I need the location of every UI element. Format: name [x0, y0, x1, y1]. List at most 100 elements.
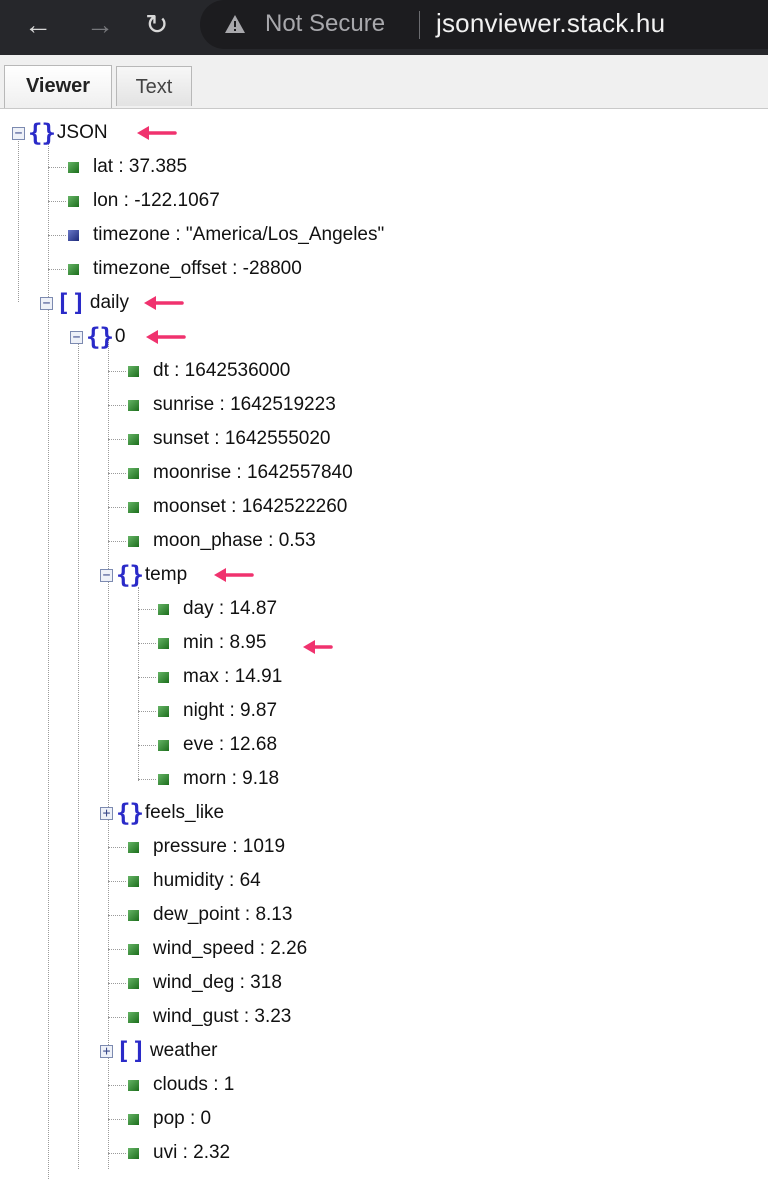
back-arrow-icon[interactable]: ← [24, 9, 52, 40]
collapse-toggle-icon[interactable]: − [40, 296, 53, 310]
tree-leaf-min[interactable]: min : 8.95 [158, 626, 266, 660]
tree-leaf-morn[interactable]: morn : 9.18 [158, 762, 279, 796]
expand-toggle-icon[interactable]: + [100, 806, 113, 820]
tree-leaf-sunrise[interactable]: sunrise : 1642519223 [128, 388, 336, 422]
address-bar[interactable] [200, 0, 768, 49]
string-value-icon [68, 229, 79, 241]
tree-leaf-sunset[interactable]: sunset : 1642555020 [128, 422, 331, 456]
tree-leaf-moonset[interactable]: moonset : 1642522260 [128, 490, 347, 524]
leaf-text: min : 8.95 [183, 632, 267, 653]
number-value-icon [158, 773, 169, 785]
tree-node-item-0[interactable]: − {} 0 [70, 320, 125, 354]
tree-leaf-pressure[interactable]: pressure : 1019 [128, 830, 285, 864]
leaf-text: wind_speed : 2.26 [153, 938, 308, 959]
number-value-icon [158, 637, 169, 649]
number-value-icon [128, 977, 139, 989]
security-status[interactable]: Not Secure [265, 10, 386, 37]
collapse-toggle-icon[interactable]: − [12, 126, 25, 140]
number-value-icon [158, 705, 169, 717]
array-bracket-icon: [] [56, 289, 87, 317]
leaf-text: wind_deg : 318 [153, 972, 282, 993]
object-brace-icon: {} [28, 119, 56, 147]
node-label: weather [149, 1040, 218, 1061]
tree-leaf-clouds[interactable]: clouds : 1 [128, 1068, 234, 1102]
tree-leaf-humidity[interactable]: humidity : 64 [128, 864, 261, 898]
leaf-text: moonset : 1642522260 [153, 496, 348, 517]
node-label: temp [144, 564, 188, 585]
tree-leaf-dew-point[interactable]: dew_point : 8.13 [128, 898, 292, 932]
number-value-icon [158, 603, 169, 615]
tree-node-daily[interactable]: − [] daily [40, 286, 129, 320]
leaf-text: pressure : 1019 [153, 836, 286, 857]
url-domain[interactable]: jsonviewer.stack.hu [436, 8, 666, 38]
number-value-icon [128, 943, 139, 955]
tree-leaf-lon[interactable]: lon : -122.1067 [68, 184, 220, 218]
number-value-icon [128, 1147, 139, 1159]
leaf-text: timezone_offset : -28800 [93, 258, 302, 279]
tree-leaf-moon-phase[interactable]: moon_phase : 0.53 [128, 524, 316, 558]
forward-arrow-icon[interactable]: → [86, 9, 114, 40]
annotation-arrow-icon [146, 330, 186, 344]
leaf-text: sunset : 1642555020 [153, 428, 331, 449]
browser-toolbar: ← → ↻ Not Secure jsonviewer.stack.hu [0, 0, 768, 55]
leaf-text: clouds : 1 [153, 1074, 235, 1095]
tree-leaf-uvi[interactable]: uvi : 2.32 [128, 1136, 230, 1170]
tree-leaf-max[interactable]: max : 14.91 [158, 660, 282, 694]
tree-leaf-day[interactable]: day : 14.87 [158, 592, 277, 626]
tree-leaf-eve[interactable]: eve : 12.68 [158, 728, 277, 762]
annotation-arrow-icon [214, 568, 254, 582]
leaf-text: moon_phase : 0.53 [153, 530, 316, 551]
node-label: JSON [56, 122, 108, 143]
leaf-text: timezone : "America/Los_Angeles" [93, 224, 385, 245]
tree-node-feels-like[interactable]: + {} feels_like [100, 796, 224, 830]
number-value-icon [128, 433, 139, 445]
number-value-icon [128, 909, 139, 921]
array-bracket-icon: [] [116, 1037, 147, 1065]
tree-leaf-wind-deg[interactable]: wind_deg : 318 [128, 966, 282, 1000]
annotation-arrow-icon [137, 126, 177, 140]
leaf-text: day : 14.87 [183, 598, 278, 619]
number-value-icon [128, 1079, 139, 1091]
collapse-toggle-icon[interactable]: − [100, 568, 113, 582]
node-label: daily [89, 292, 129, 313]
reload-icon[interactable]: ↻ [145, 9, 169, 40]
number-value-icon [128, 841, 139, 853]
number-value-icon [68, 263, 79, 275]
address-divider [419, 11, 420, 39]
number-value-icon [158, 671, 169, 683]
number-value-icon [68, 161, 79, 173]
tab-text[interactable]: Text [116, 66, 192, 106]
warning-icon [225, 15, 245, 33]
tree-leaf-dt[interactable]: dt : 1642536000 [128, 354, 290, 388]
leaf-text: morn : 9.18 [183, 768, 280, 789]
leaf-text: dew_point : 8.13 [153, 904, 293, 925]
tree-leaf-lat[interactable]: lat : 37.385 [68, 150, 187, 184]
tree-node-weather[interactable]: + [] weather [100, 1034, 218, 1068]
number-value-icon [128, 535, 139, 547]
collapse-toggle-icon[interactable]: − [70, 330, 83, 344]
tree-leaf-wind-gust[interactable]: wind_gust : 3.23 [128, 1000, 291, 1034]
tree-leaf-wind-speed[interactable]: wind_speed : 2.26 [128, 932, 307, 966]
tree-leaf-pop[interactable]: pop : 0 [128, 1102, 211, 1136]
tree-node-root[interactable]: − {} JSON [12, 116, 108, 150]
number-value-icon [128, 1113, 139, 1125]
leaf-text: night : 9.87 [183, 700, 278, 721]
leaf-text: lon : -122.1067 [93, 190, 220, 211]
tree-node-temp[interactable]: − {} temp [100, 558, 187, 592]
node-label: feels_like [144, 802, 225, 823]
leaf-text: moonrise : 1642557840 [153, 462, 353, 483]
object-brace-icon: {} [86, 323, 114, 351]
tree-leaf-timezone-offset[interactable]: timezone_offset : -28800 [68, 252, 302, 286]
leaf-text: dt : 1642536000 [153, 360, 291, 381]
tab-viewer[interactable]: Viewer [4, 65, 112, 108]
object-brace-icon: {} [116, 799, 144, 827]
tree-leaf-moonrise[interactable]: moonrise : 1642557840 [128, 456, 353, 490]
leaf-text: pop : 0 [153, 1108, 212, 1129]
json-tree: − {} JSON lat : 37.385 lon : -122.1067 t… [0, 113, 768, 1179]
tree-leaf-night[interactable]: night : 9.87 [158, 694, 277, 728]
leaf-text: max : 14.91 [183, 666, 283, 687]
annotation-arrow-icon [303, 640, 333, 654]
number-value-icon [128, 1011, 139, 1023]
tree-leaf-timezone[interactable]: timezone : "America/Los_Angeles" [68, 218, 384, 252]
expand-toggle-icon[interactable]: + [100, 1044, 113, 1058]
